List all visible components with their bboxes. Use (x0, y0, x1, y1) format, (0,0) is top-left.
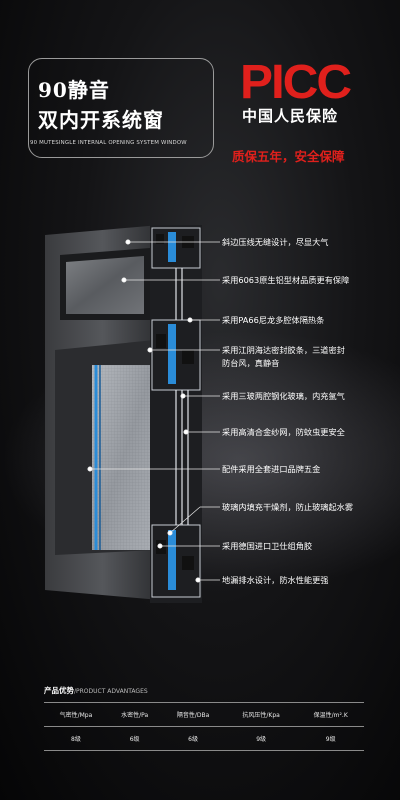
picc-logo: PICC (240, 58, 352, 104)
feature-label: 采用三玻两腔钢化玻璃，内充氩气 (222, 391, 345, 401)
product-title-line1: 90静音 (38, 78, 110, 102)
advantages-title-cn: 产品优势 (44, 686, 74, 695)
table-header-row: 气密性/Mpa 水密性/Pa 隔音性/DBa 抗风压性/Kpa 保温性/m².K (44, 702, 364, 727)
feature-label: 玻璃内填充干燥剂，防止玻璃起水雾 (222, 502, 354, 512)
window-section-illustration (45, 225, 220, 603)
picc-logo-text: PICC (240, 58, 351, 104)
advantages-table: 气密性/Mpa 水密性/Pa 隔音性/DBa 抗风压性/Kpa 保温性/m².K… (44, 702, 364, 751)
feature-label: 采用江阴海达密封胶条，三道密封 (222, 345, 345, 355)
title-frame (28, 58, 214, 158)
feature-label: 采用高清合金纱网，防蚊虫更安全 (222, 427, 345, 437)
table-row: 8级 6级 6级 9级 9级 (44, 726, 364, 751)
table-cell: 8级 (44, 726, 108, 751)
product-subtitle: 90 MUTESINGLE INTERNAL OPENING SYSTEM WI… (30, 140, 187, 146)
feature-label: 采用德国进口卫仕组角胶 (222, 541, 313, 551)
feature-label: 采用6063原生铝型材品质更有保障 (222, 275, 350, 285)
advantages-title: 产品优势/PRODUCT ADVANTAGES (44, 685, 148, 696)
table-header-cell: 抗风压性/Kpa (224, 702, 298, 727)
feature-label: 斜边压线无缝设计，尽显大气 (222, 237, 329, 247)
advantages-title-en: /PRODUCT ADVANTAGES (74, 688, 148, 695)
table-header-cell: 保温性/m².K (297, 702, 364, 727)
feature-label: 地漏排水设计，防水性能更强 (222, 575, 329, 585)
product-title-line2: 双内开系统窗 (38, 108, 164, 132)
table-header-cell: 隔音性/DBa (161, 702, 225, 727)
feature-label: 配件采用全套进口品牌五金 (222, 464, 321, 474)
table-header-cell: 气密性/Mpa (44, 702, 108, 727)
feature-label: 防台风，真静音 (222, 358, 280, 368)
glass-pane (92, 365, 154, 550)
table-cell: 6级 (161, 726, 225, 751)
warranty-slogan: 质保五年，安全保障 (232, 149, 345, 164)
table-cell: 9级 (297, 726, 364, 751)
brand-name: 中国人民保险 (242, 107, 339, 125)
feature-label: 采用PA66尼龙多腔体隔热条 (222, 315, 325, 325)
table-header-cell: 水密性/Pa (107, 702, 162, 727)
table-cell: 9级 (224, 726, 298, 751)
table-cell: 6级 (107, 726, 162, 751)
